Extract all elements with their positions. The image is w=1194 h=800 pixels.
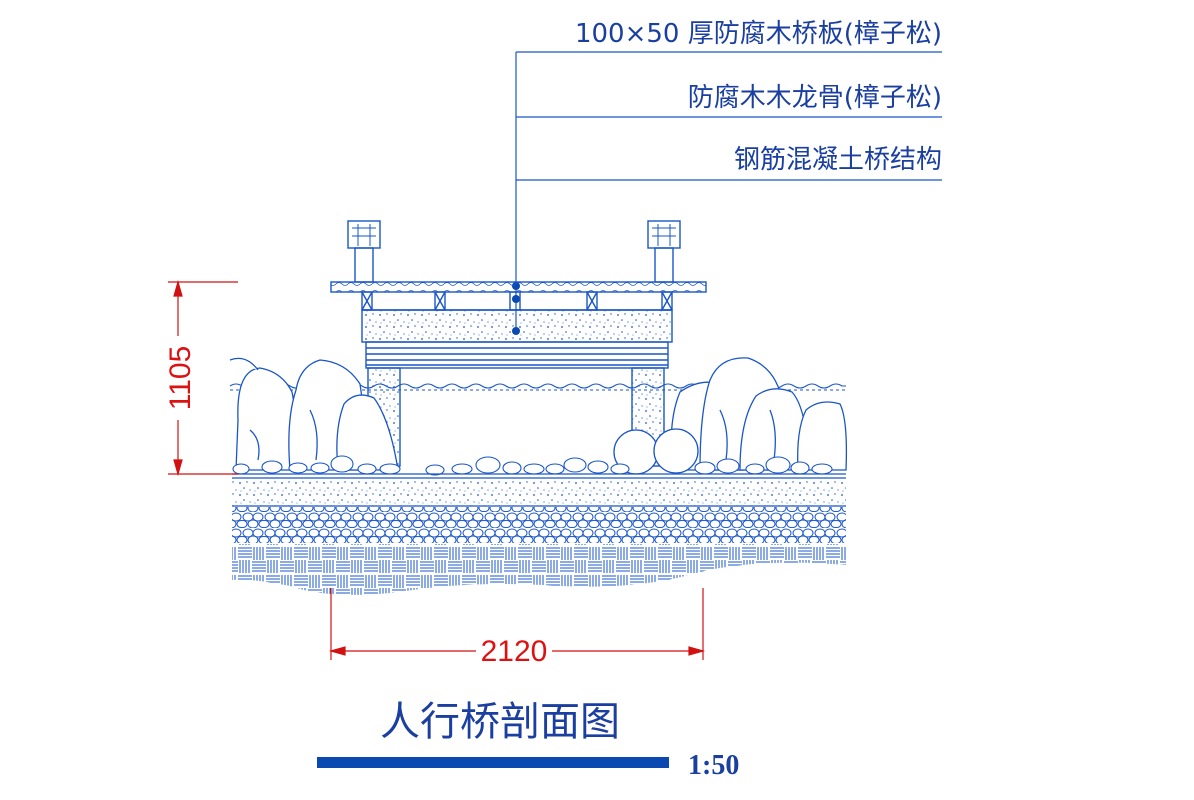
right-post [654, 247, 674, 283]
callout-dot-joist [512, 295, 520, 303]
deck-board [330, 281, 707, 293]
right-rocks [670, 357, 848, 471]
bridge [330, 220, 707, 467]
left-post [354, 247, 374, 283]
right-post-cap [647, 220, 681, 249]
callout-decking-label: 100×50 厚防腐木桥板(樟子松) [575, 19, 942, 49]
title-underline [317, 757, 669, 768]
width-dimension-value: 2120 [481, 635, 548, 668]
ground-layers [232, 473, 846, 595]
left-post-cap [347, 220, 381, 249]
scale-label: 1:50 [688, 750, 739, 781]
concrete-base-layer [232, 480, 846, 506]
concrete-beam [365, 341, 669, 369]
callout-joist-label: 防腐木木龙骨(樟子松) [688, 83, 942, 113]
drawing-title: 人行桥剖面图 [380, 699, 620, 745]
soil-layer [232, 544, 846, 595]
left-rocks [229, 357, 399, 471]
height-dimension-value: 1105 [164, 346, 197, 411]
gravel-layer [232, 507, 846, 543]
concrete-slab [361, 309, 673, 343]
callout-structure-label: 钢筋混凝土桥结构 [734, 145, 942, 175]
